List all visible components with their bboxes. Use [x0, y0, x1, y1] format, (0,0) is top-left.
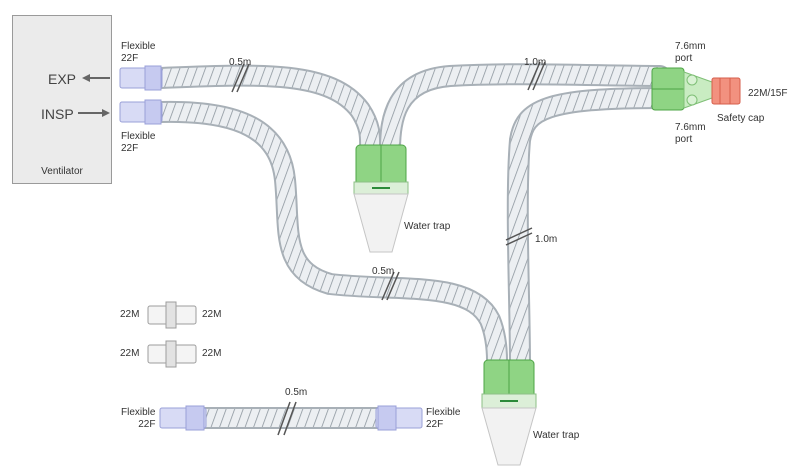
flex-connector-insp: [119, 99, 163, 125]
tube-right-1.0m: [506, 87, 671, 376]
adapter1-right-label: 22M: [202, 309, 222, 320]
safety-cap-label: Safety cap: [717, 113, 765, 124]
adapter2-left-label: 22M: [120, 348, 140, 359]
exp-arrow: [82, 74, 110, 82]
water-trap-bottom-label: Water trap: [533, 430, 580, 441]
flex-label-bottom: Flexible 22F: [121, 131, 156, 154]
ventilator-title: Ventilator: [41, 166, 83, 177]
water-trap-top-label: Water trap: [404, 221, 451, 232]
ventilator-box: EXP INSP Ventilator: [12, 15, 112, 184]
insp-arrow: [78, 109, 110, 117]
length-label-right: 1.0m: [535, 234, 558, 245]
flex-label-top: Flexible 22F: [121, 41, 156, 64]
adapter2-right-label: 22M: [202, 348, 222, 359]
adapter1-left-label: 22M: [120, 309, 140, 320]
cap-size-label: 22M/15F: [748, 88, 788, 99]
break-marks: [231, 61, 546, 436]
length-label-middle: 0.5m: [372, 266, 395, 277]
adapter-1: [147, 301, 197, 329]
insp-label: INSP: [41, 106, 74, 122]
spare-flex-right-label: Flexible 22F: [426, 407, 461, 430]
length-label-bottom: 0.5m: [285, 387, 308, 398]
port-label-top: 7.6mm port: [675, 41, 706, 64]
port-label-bottom: 7.6mm port: [675, 122, 706, 145]
spare-connector-right: [375, 405, 423, 431]
length-label-top-right: 1.0m: [524, 57, 547, 68]
flex-connector-exp: [119, 65, 163, 91]
adapter-2: [147, 340, 197, 368]
safety-cap: [711, 77, 741, 105]
exp-label: EXP: [48, 71, 77, 87]
tube-insp-0.5m: [149, 100, 509, 376]
spare-flex-left-label: Flexible 22F: [121, 407, 156, 430]
water-trap-bottom: [481, 359, 537, 466]
y-piece: [651, 67, 713, 111]
water-trap-top: [353, 144, 409, 253]
spare-connector-left: [159, 405, 207, 431]
length-label-top-left: 0.5m: [229, 57, 252, 68]
tubes: [149, 63, 671, 429]
